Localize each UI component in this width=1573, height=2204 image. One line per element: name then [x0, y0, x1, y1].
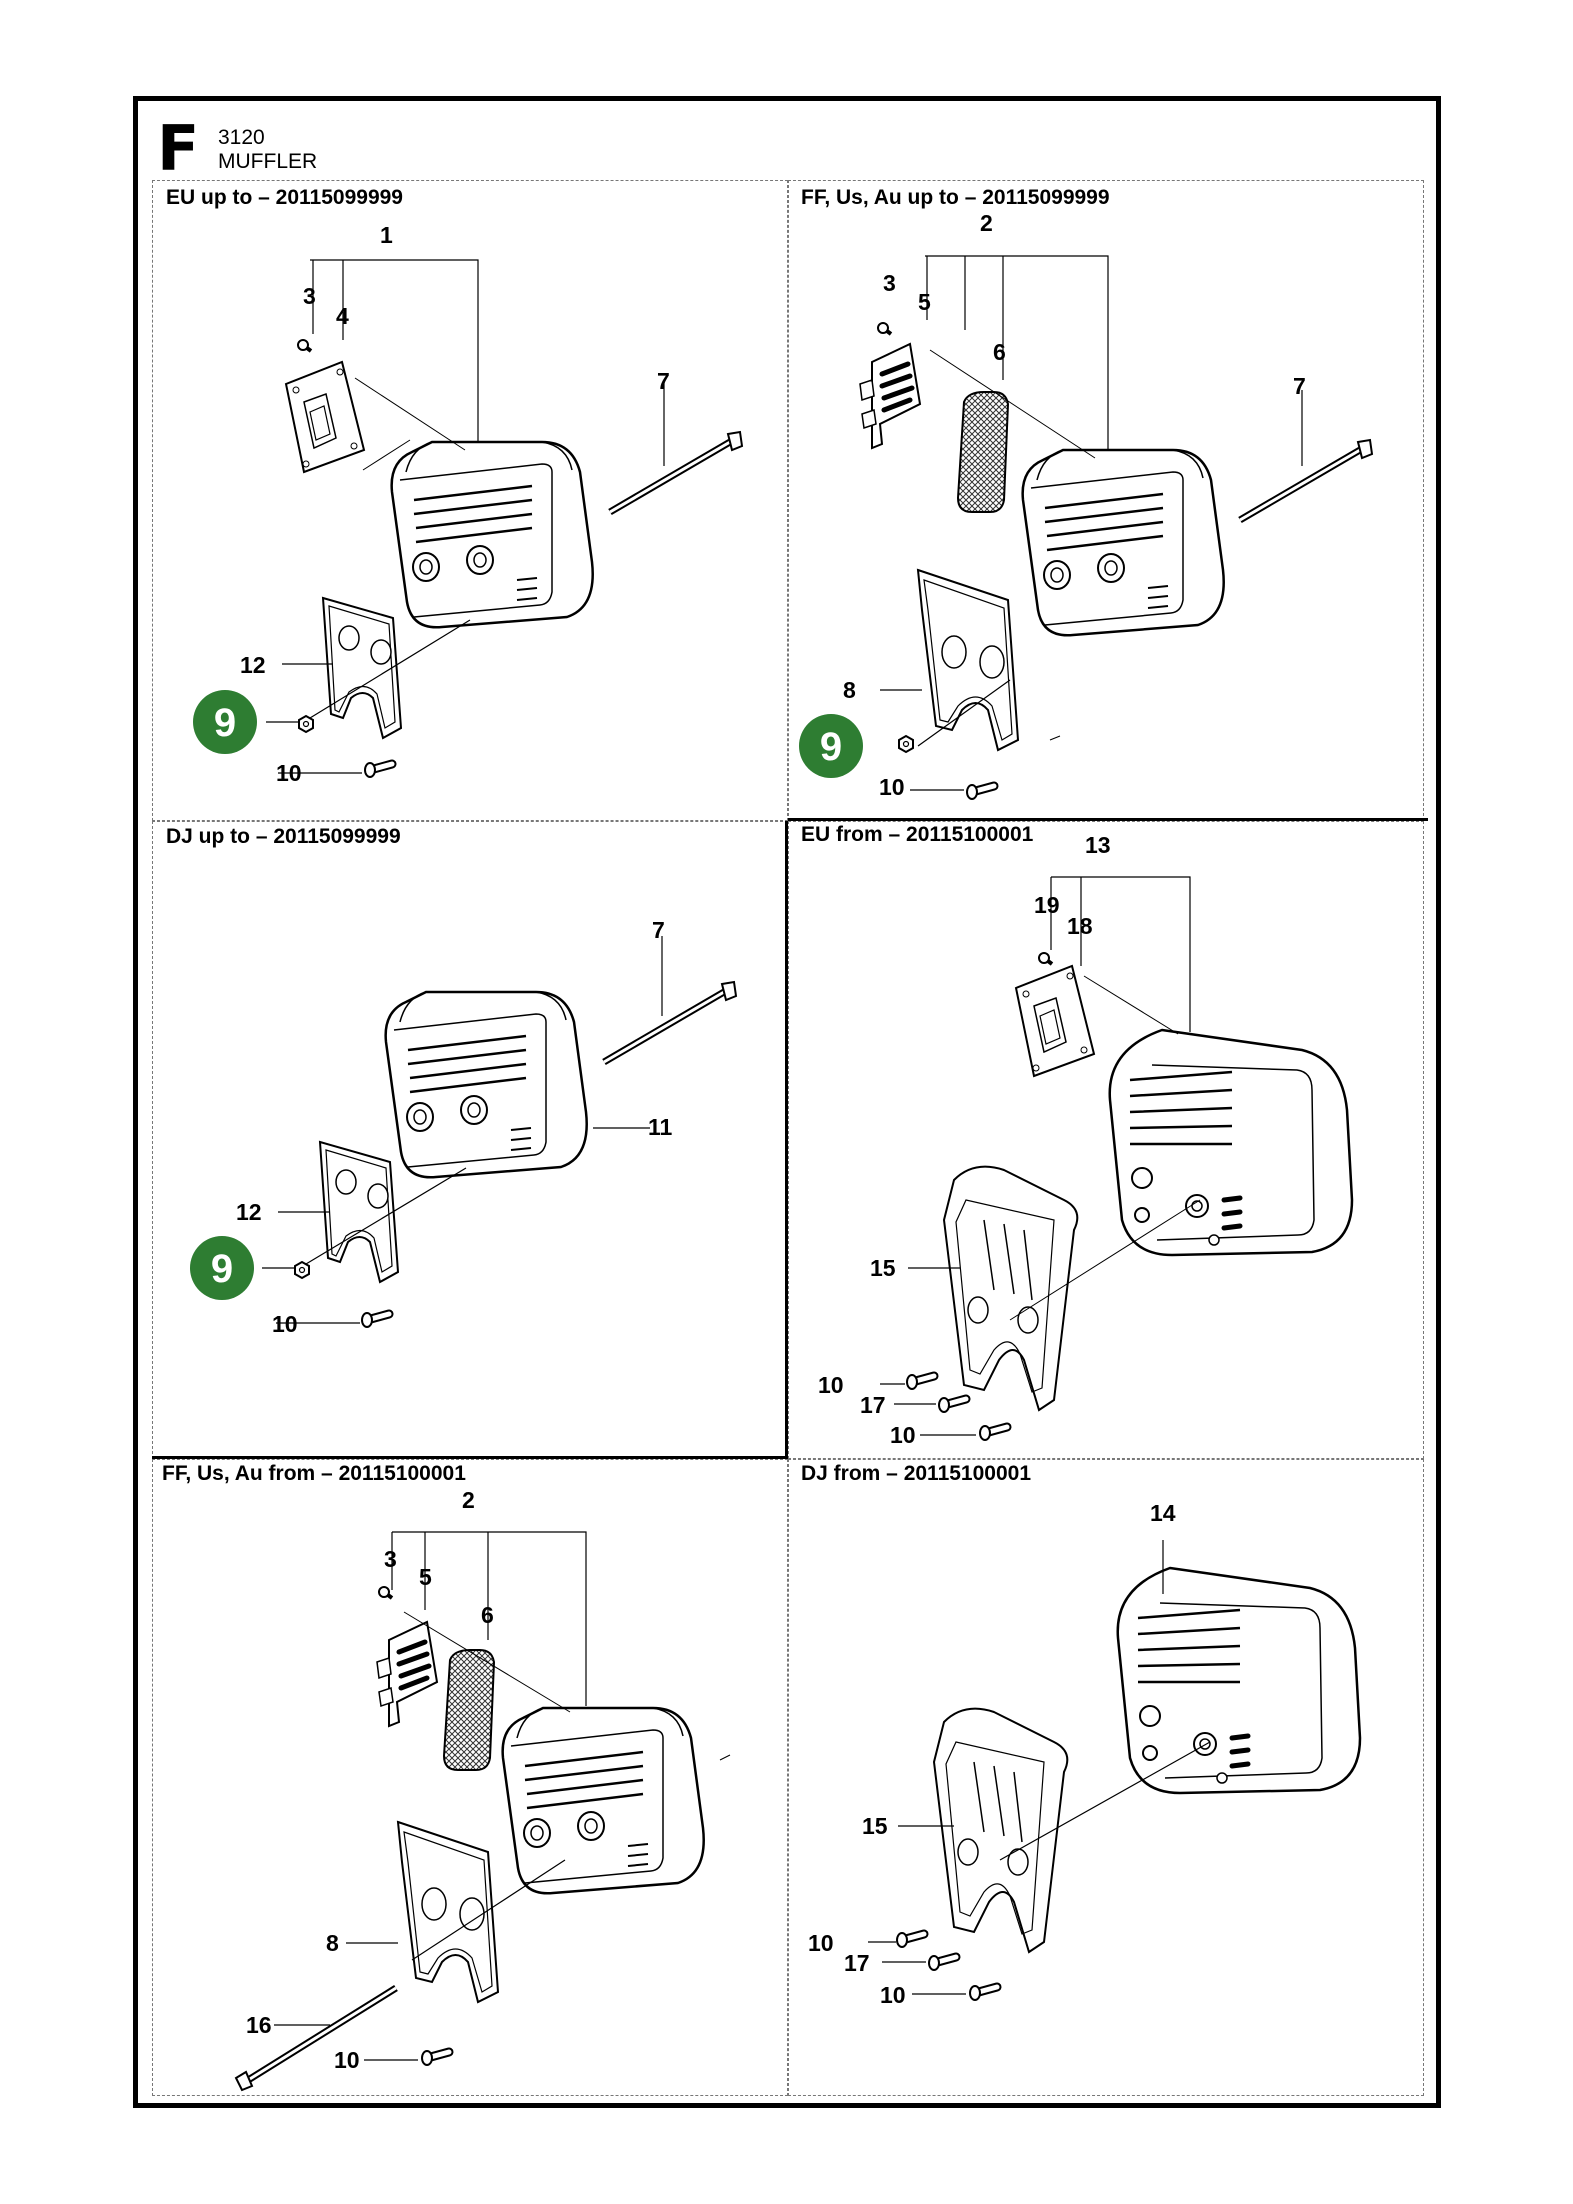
panel-4-highlight [788, 818, 1428, 821]
callout-label: 12 [236, 1199, 262, 1225]
badge-9-panel-2: 9 [799, 714, 863, 778]
callout-label: 7 [652, 917, 665, 943]
callout-label: 7 [657, 368, 670, 394]
badge-9-panel-3: 9 [190, 1236, 254, 1300]
callout-label: 6 [481, 1602, 494, 1628]
callout-label: 4 [336, 303, 349, 329]
callout-label: 18 [1067, 913, 1093, 939]
panel-2-drawing [860, 255, 1372, 799]
callout-label: 10 [272, 1311, 298, 1337]
panel-5-frame [152, 1459, 788, 2096]
callout-label: 19 [1034, 892, 1060, 918]
callout-label: 10 [808, 1930, 834, 1956]
panel-label: FF, Us, Au from – 20115100001 [162, 1462, 466, 1485]
badge-circle [193, 690, 257, 754]
badge-circle [190, 1236, 254, 1300]
callout-label: 1 [380, 222, 393, 248]
callout-label: 17 [844, 1950, 870, 1976]
callout-label: 7 [1293, 373, 1306, 399]
callout-label: 14 [1150, 1500, 1176, 1526]
callout-label: 3 [303, 283, 316, 309]
callout-label: 10 [276, 760, 302, 786]
badge-label: 9 [820, 725, 842, 769]
callout-label: 10 [890, 1422, 916, 1448]
panel-3-highlight [152, 821, 788, 1459]
section-letter: F [157, 112, 200, 185]
callout-label: 8 [843, 677, 856, 703]
badge-label: 9 [214, 701, 236, 745]
callout-label: 10 [334, 2047, 360, 2073]
badge-9-panel-1: 9 [193, 690, 257, 754]
callout-label: 16 [246, 2012, 272, 2038]
callout-label: 12 [240, 652, 266, 678]
badge-label: 9 [211, 1247, 233, 1291]
panel-6-frame [788, 1459, 1424, 2096]
callout-label: 8 [326, 1930, 339, 1956]
callout-label: 5 [419, 1564, 432, 1590]
panel-label: DJ from – 20115100001 [801, 1462, 1032, 1485]
callout-label: 3 [384, 1546, 397, 1572]
callout-label: 10 [879, 774, 905, 800]
badge-circle [799, 714, 863, 778]
callout-label: 3 [883, 270, 896, 296]
callout-label: 10 [880, 1982, 906, 2008]
panel-label: EU up to – 20115099999 [166, 186, 403, 209]
panel-label: FF, Us, Au up to – 20115099999 [801, 186, 1110, 209]
panel-3-drawing [262, 936, 736, 1327]
panel-label: EU from – 20115100001 [801, 823, 1034, 846]
panel-4-frame [788, 821, 1424, 1459]
section-title: MUFFLER [218, 150, 318, 173]
callout-label: 15 [870, 1255, 896, 1281]
panel-4-drawing [880, 876, 1352, 1440]
panel-5-drawing [234, 1531, 731, 2092]
page-frame [133, 96, 1441, 2108]
callouts: 1 3 4 7 12 10 2 3 5 6 7 8 10 7 11 12 10 … [236, 210, 1306, 2073]
panel-label: DJ up to – 20115099999 [166, 825, 401, 848]
callout-label: 6 [993, 339, 1006, 365]
callout-label: 17 [860, 1392, 886, 1418]
callout-label: 5 [918, 289, 931, 315]
callout-label: 10 [818, 1372, 844, 1398]
callout-label: 15 [862, 1813, 888, 1839]
callout-label: 2 [980, 210, 993, 236]
panel-1-frame [152, 180, 788, 821]
callout-label: 11 [648, 1114, 673, 1140]
section-number: 3120 [218, 126, 265, 149]
callout-label: 2 [462, 1487, 475, 1513]
panel-6-drawing [868, 1540, 1360, 2000]
panel-1-drawing [266, 259, 742, 777]
callout-label: 13 [1085, 832, 1111, 858]
